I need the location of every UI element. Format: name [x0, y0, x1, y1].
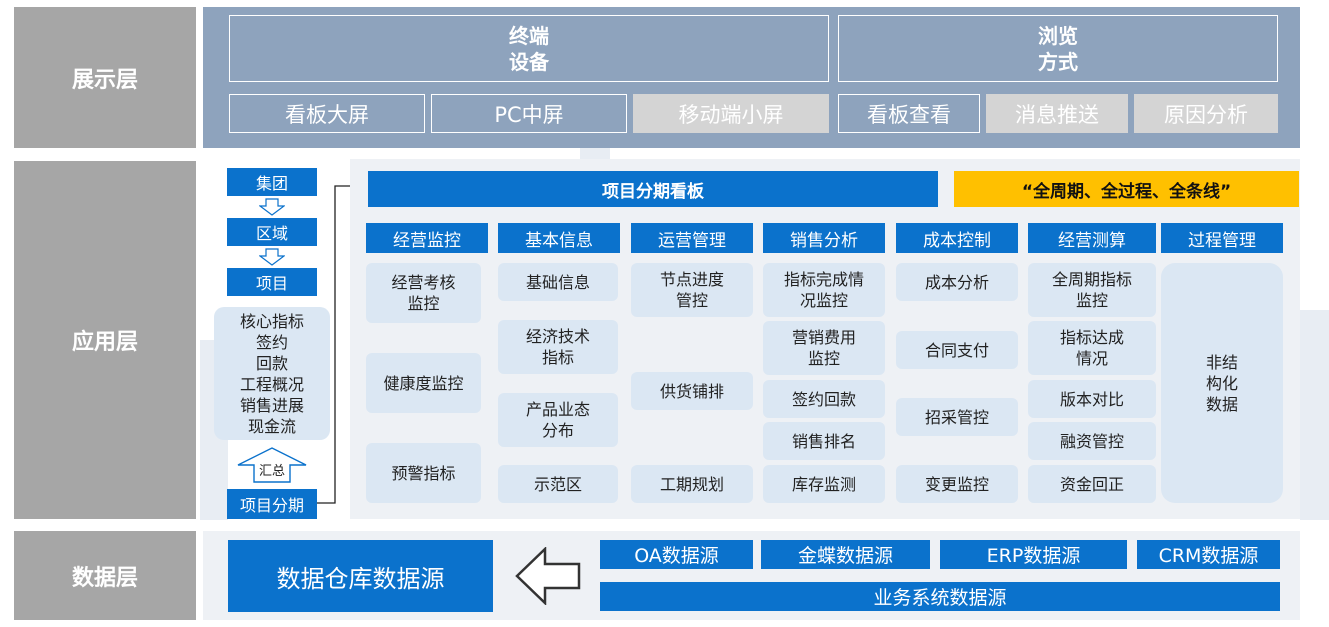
view-header: 浏览 方式 — [838, 15, 1278, 82]
core-metrics-card: 核心指标 签约 回款 工程概况 销售进展 现金流 — [214, 307, 330, 440]
hierarchy-project[interactable]: 项目 — [227, 268, 317, 296]
card-marketing-cost[interactable]: 营销费用 监控 — [763, 321, 885, 375]
layer-label-application: 应用层 — [14, 161, 196, 519]
card-target-completion[interactable]: 指标完成情 况监控 — [763, 263, 885, 317]
project-phase-button[interactable]: 项目分期 — [227, 489, 317, 519]
card-econ-tech-indicators[interactable]: 经济技术 指标 — [498, 320, 618, 374]
view-cause-analysis[interactable]: 原因分析 — [1134, 94, 1278, 133]
device-mobile-screen[interactable]: 移动端小屏 — [633, 94, 829, 133]
card-cost-analysis[interactable]: 成本分析 — [896, 263, 1018, 301]
layer-label-display: 展示层 — [14, 7, 196, 148]
source-erp[interactable]: ERP数据源 — [940, 540, 1127, 569]
column-header-process-mgmt[interactable]: 过程管理 — [1161, 223, 1283, 253]
device-dashboard-screen[interactable]: 看板大屏 — [229, 94, 425, 133]
skyline-decoration-right — [1300, 310, 1329, 520]
card-demo-zone[interactable]: 示范区 — [498, 465, 618, 503]
device-header: 终端 设备 — [229, 15, 829, 82]
card-signing-collection[interactable]: 签约回款 — [763, 380, 885, 418]
card-health-monitor[interactable]: 健康度监控 — [366, 353, 481, 413]
card-unstructured-data[interactable]: 非结 构化 数据 — [1161, 263, 1283, 503]
card-procurement-control[interactable]: 招采管控 — [896, 398, 1018, 436]
card-sales-ranking[interactable]: 销售排名 — [763, 422, 885, 460]
column-header-basic-info[interactable]: 基本信息 — [498, 223, 620, 253]
card-target-achievement[interactable]: 指标达成 情况 — [1028, 321, 1156, 375]
layer-label-application-text: 应用层 — [71, 330, 138, 355]
card-version-compare[interactable]: 版本对比 — [1028, 380, 1156, 418]
column-header-operations[interactable]: 运营管理 — [631, 223, 753, 253]
layer-label-data-text: 数据层 — [71, 565, 138, 591]
up-arrow-icon — [237, 447, 307, 483]
card-financing-control[interactable]: 融资管控 — [1028, 422, 1156, 460]
device-pc-screen[interactable]: PC中屏 — [431, 94, 627, 133]
column-header-business-monitor[interactable]: 经营监控 — [366, 223, 488, 253]
card-change-monitor[interactable]: 变更监控 — [896, 465, 1018, 503]
card-product-distribution[interactable]: 产品业态 分布 — [498, 393, 618, 447]
column-header-cost-control[interactable]: 成本控制 — [896, 223, 1018, 253]
slogan-banner: “全周期、全过程、全条线” — [954, 171, 1299, 207]
view-dashboard[interactable]: 看板查看 — [838, 94, 980, 133]
card-business-assessment[interactable]: 经营考核 监控 — [366, 263, 481, 323]
hierarchy-group[interactable]: 集团 — [227, 168, 317, 196]
layer-label-display-text: 展示层 — [71, 67, 138, 93]
card-contract-payment[interactable]: 合同支付 — [896, 331, 1018, 369]
card-basic-info[interactable]: 基础信息 — [498, 263, 618, 301]
card-construction-plan[interactable]: 工期规划 — [631, 465, 753, 503]
down-arrow-icon — [259, 248, 285, 266]
project-phase-board-title: 项目分期看板 — [368, 171, 938, 207]
summary-label: 汇总 — [258, 463, 285, 479]
source-crm[interactable]: CRM数据源 — [1137, 540, 1280, 569]
card-inventory-monitor[interactable]: 库存监测 — [763, 465, 885, 503]
card-warning-indicators[interactable]: 预警指标 — [366, 443, 481, 503]
card-node-progress[interactable]: 节点进度 管控 — [631, 263, 753, 317]
card-full-cycle-indicators[interactable]: 全周期指标 监控 — [1028, 263, 1156, 317]
source-business-systems[interactable]: 业务系统数据源 — [600, 582, 1280, 611]
card-capital-recovery[interactable]: 资金回正 — [1028, 465, 1156, 503]
hierarchy-region[interactable]: 区域 — [227, 218, 317, 246]
view-message-push[interactable]: 消息推送 — [986, 94, 1128, 133]
layer-label-data: 数据层 — [14, 531, 196, 620]
source-oa[interactable]: OA数据源 — [600, 540, 753, 569]
source-kingdee[interactable]: 金蝶数据源 — [761, 540, 930, 569]
column-header-business-calc[interactable]: 经营测算 — [1028, 223, 1156, 253]
data-warehouse-source[interactable]: 数据仓库数据源 — [228, 540, 493, 612]
column-header-sales-analysis[interactable]: 销售分析 — [763, 223, 885, 253]
left-arrow-icon — [515, 547, 581, 605]
skyline-decoration-top — [580, 148, 610, 160]
card-supply-schedule[interactable]: 供货铺排 — [631, 372, 753, 410]
down-arrow-icon — [259, 198, 285, 216]
